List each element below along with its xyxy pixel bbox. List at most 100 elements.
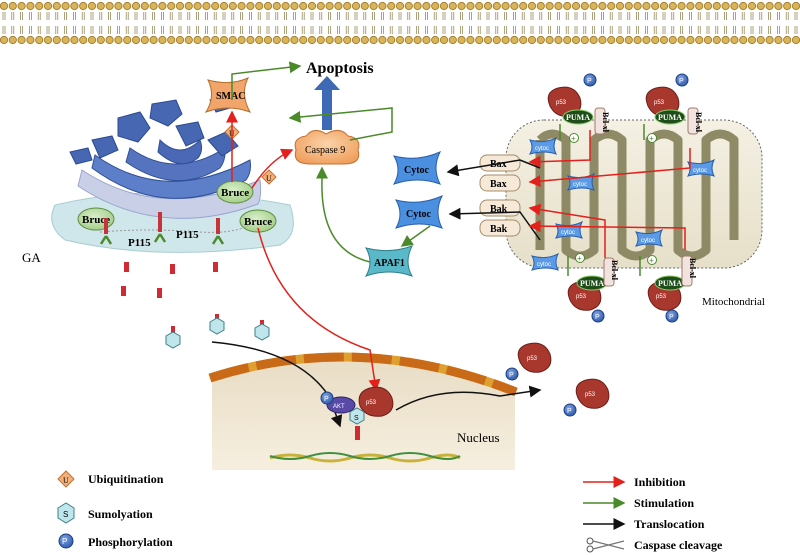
caspase9-protein: Caspase 9 [294,130,360,165]
bclxl-inhibition [528,220,686,250]
p53-export-arrow [395,385,542,411]
bruce-protein: Bruce [216,180,254,204]
svg-text:p53: p53 [366,400,377,406]
legend-right: Inhibition Stimulation Translocation Cas… [583,475,723,553]
legend-label: Sumolyation [88,507,153,521]
svg-text:PUMA: PUMA [658,113,682,122]
svg-text:p53: p53 [654,100,665,106]
scissors-icon [586,537,625,553]
apaf1-to-caspase-arrow [316,166,371,263]
bak-channel: Bak Bak [479,199,521,237]
ubiquitin-diamond-icon: U [261,169,277,185]
p115-label: P115 [128,237,151,249]
cytoc-small: cytoc [528,136,558,155]
cytoc-label: Cytoc [406,209,432,220]
legend-label: Caspase cleavage [634,538,723,552]
sumo-hexagon-icon [254,323,270,341]
p53-puma-complex: p53 PUMA Bcl-xl P + [567,253,619,323]
p53-puma-complex: p53 PUMA Bcl-xl P + [639,255,697,323]
cytoc-label: Cytoc [404,165,430,176]
svg-text:p53: p53 [585,392,596,398]
svg-text:Bcl-xl: Bcl-xl [694,112,703,133]
bclxl-inhibition [528,130,591,168]
apoptosis-title: Apoptosis [306,60,374,77]
svg-text:p53: p53 [656,294,667,300]
svg-text:p53: p53 [576,294,587,300]
smac-protein: SMAC [204,76,252,113]
cytoc-small: cytoc [634,228,664,247]
svg-text:PUMA: PUMA [580,279,604,288]
svg-text:Bak: Bak [490,224,508,235]
svg-text:U: U [63,476,69,485]
svg-text:+: + [649,256,654,265]
legend-label: Inhibition [634,475,686,489]
bruce-caspase-inhibition [251,148,294,189]
p115-label: P115 [176,229,199,241]
svg-text:+: + [571,134,576,143]
svg-text:P: P [324,396,329,403]
cytoc-protein: Cytoc [392,150,442,185]
cytoc-small: cytoc [686,158,716,177]
svg-text:P: P [595,314,600,321]
svg-text:cytoc: cytoc [537,262,551,268]
ubiquitin-diamond-icon: U [57,470,75,488]
phosphate-circle-icon: P [58,533,74,549]
sumo-hexagon-icon [165,331,181,349]
svg-text:Bcl-xl: Bcl-xl [610,260,619,281]
smac-to-apoptosis-arrow [231,61,302,100]
svg-text:Bax: Bax [490,179,507,190]
svg-text:Bax: Bax [490,159,507,170]
p53-protein: p53 P [505,342,552,381]
svg-text:cytoc: cytoc [641,238,655,244]
svg-text:U: U [266,174,272,183]
svg-text:P: P [679,78,684,85]
apoptosis-arrow [314,76,340,130]
p115-tether [99,212,249,245]
golgi-label: GA [22,250,41,265]
legend-label: Phosphorylation [88,535,173,549]
svg-text:P: P [567,408,572,415]
bruce-protein: Bruce [239,209,277,233]
bruce-p53-inhibition [257,227,381,392]
cytoc-protein: Cytoc [394,194,444,229]
svg-text:P: P [62,537,67,546]
svg-text:P: P [669,314,674,321]
akt-p53-complex: AKT P p53 S [320,386,394,440]
p115-fragments [121,262,264,336]
bclxl-inhibition [528,203,606,258]
svg-text:P: P [587,78,592,85]
svg-text:S: S [354,415,359,422]
bruce-protein: Bruce [77,207,115,231]
caspase9-label: Caspase 9 [305,145,345,156]
golgi-apparatus [51,95,294,253]
svg-text:P: P [509,372,514,379]
bruce-label: Bruce [82,214,110,226]
svg-text:+: + [577,254,582,263]
nucleus-label: Nucleus [457,430,500,445]
cytoc-to-apaf1-arrow [400,225,431,247]
bclxl-inhibition [528,148,691,188]
plasma-membrane [0,1,800,45]
legend-label: Translocation [634,517,705,531]
svg-text:cytoc: cytoc [561,230,575,236]
svg-text:+: + [649,134,654,143]
mitochondrial-label: Mitochondrial [702,296,765,308]
bruce-label: Bruce [221,187,249,199]
apaf1-protein: APAF1 [364,245,414,277]
svg-text:PUMA: PUMA [658,279,682,288]
legend-label: Ubiquitination [88,472,164,486]
legend-label: Stimulation [634,496,694,510]
apaf1-label: APAF1 [374,258,405,269]
sumo-hexagon-icon: S [57,502,75,524]
svg-text:PUMA: PUMA [566,113,590,122]
legend-left: U Ubiquitination S Sumolyation P Phospho… [57,470,173,549]
caspase-stimulation [288,107,393,141]
svg-text:S: S [63,510,68,519]
cytoc-small: cytoc [530,252,560,271]
p53-puma-complex: p53 PUMA Bcl-xl P + [643,73,703,143]
p53-puma-complex: p53 PUMA Bcl-xl P + [547,73,610,143]
svg-text:cytoc: cytoc [693,168,707,174]
svg-text:p53: p53 [527,356,538,362]
